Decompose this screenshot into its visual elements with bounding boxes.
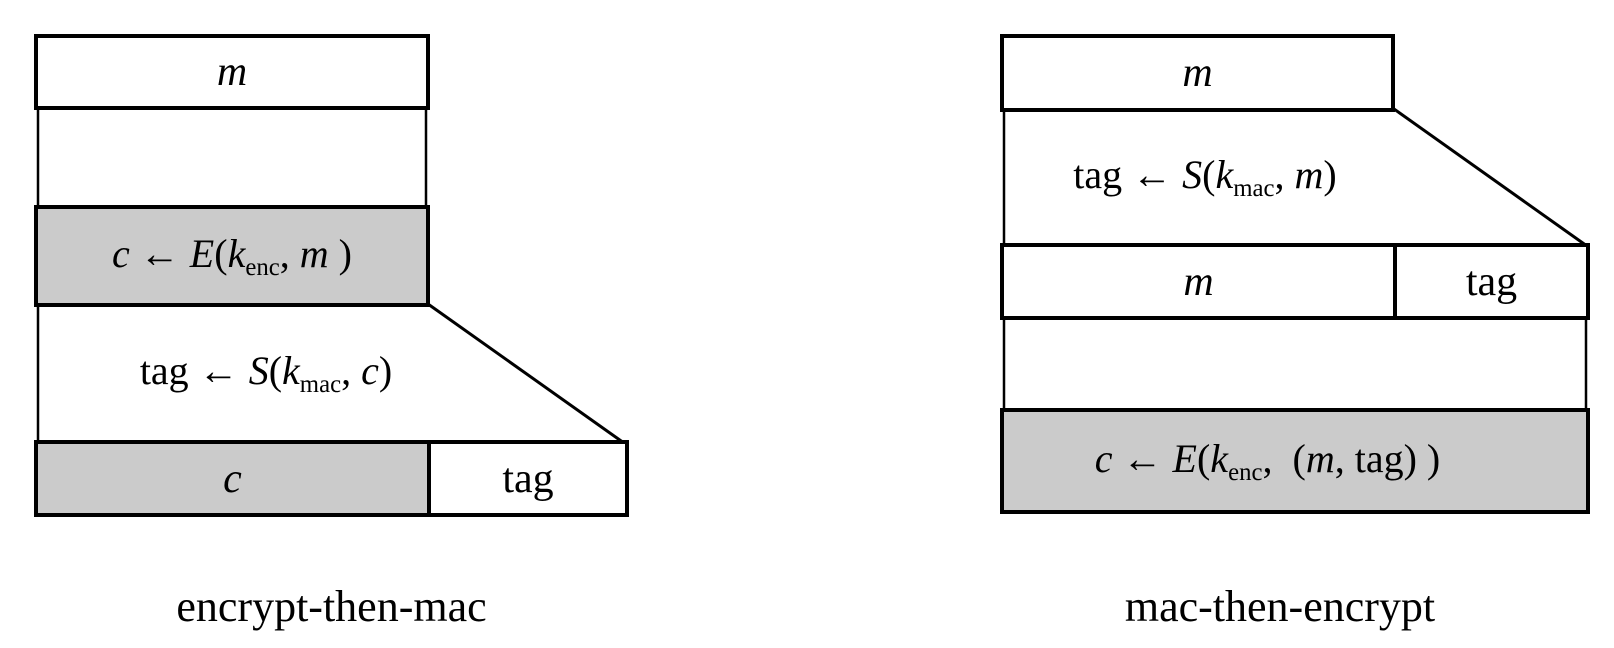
etm-message-label: m <box>216 49 248 95</box>
etm-tag-formula-region: tag ← S(kmac, c) <box>36 338 496 408</box>
mte-mid-message-cell: m <box>1004 247 1393 316</box>
mte-encrypt-box: c ← E(kenc, (m, tag) ) <box>1000 408 1590 514</box>
etm-tag-formula: tag ← S(kmac, c) <box>139 348 393 398</box>
etm-caption: encrypt-then-mac <box>176 581 487 631</box>
mte-tag-formula-region: tag ← S(kmac, m) <box>1002 142 1408 212</box>
etm-output-tag-cell: tag <box>427 444 625 513</box>
etm-output-row: c tag <box>34 440 629 517</box>
mte-encrypt-formula: c ← E(kenc, (m, tag) ) <box>1094 436 1441 486</box>
mte-tag-formula: tag ← S(kmac, m) <box>1073 152 1337 202</box>
mte-mid-row: m tag <box>1000 243 1590 320</box>
etm-output-cipher-label: c <box>223 455 242 502</box>
mte-message-label: m <box>1182 50 1213 96</box>
etm-output-cipher-cell: c <box>38 444 427 513</box>
mte-mid-tag-cell: tag <box>1393 247 1586 316</box>
etm-encrypt-box: c ← E(kenc, m ) <box>34 205 430 307</box>
mte-caption: mac-then-encrypt <box>1124 581 1436 631</box>
etm-encrypt-formula: c ← E(kenc, m ) <box>112 231 352 281</box>
mte-diagonal-line <box>1393 107 1588 248</box>
etm-output-tag-label: tag <box>502 455 554 502</box>
mte-message-box: m <box>1000 34 1395 112</box>
etm-message-box: m <box>34 34 430 110</box>
mte-mid-message-label: m <box>1183 258 1214 305</box>
mte-mid-tag-label: tag <box>1465 258 1518 305</box>
